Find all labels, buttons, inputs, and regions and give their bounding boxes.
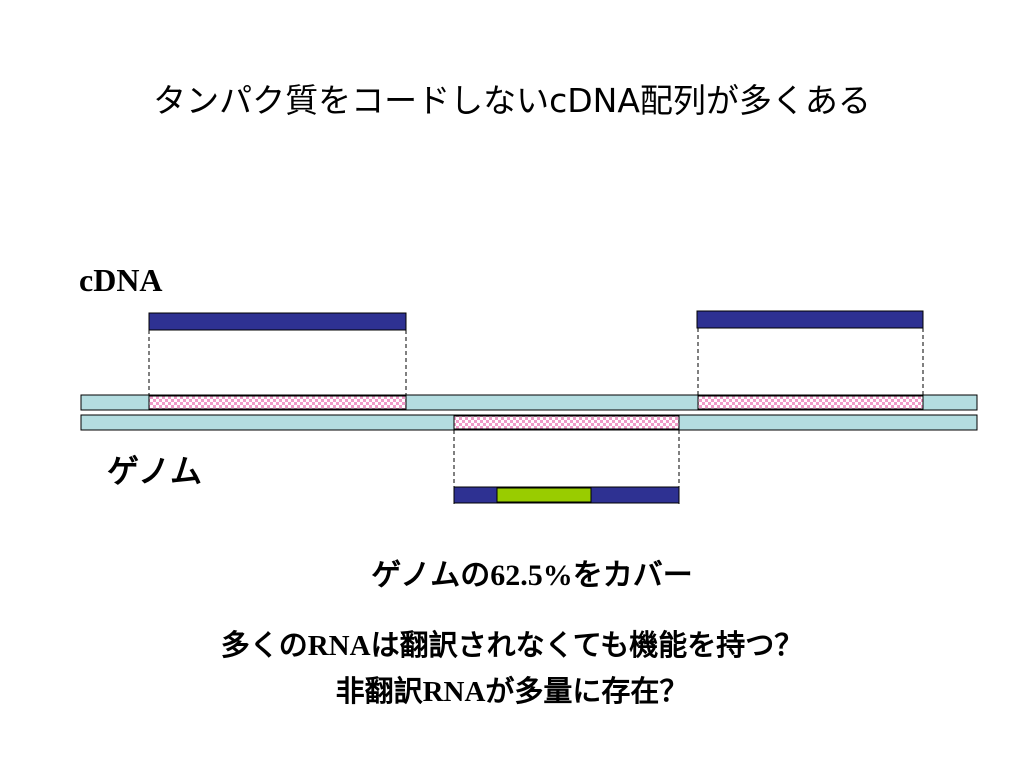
coverage-value: 62.5%: [490, 559, 573, 592]
coding-region: [496, 487, 592, 503]
genome-match-region: [148, 395, 407, 410]
coverage-text: ゲノムの62.5%をカバー: [0, 550, 1024, 594]
slide-title: タンパク質をコードしないcDNA配列が多くある: [153, 81, 871, 120]
genome-diagram: [80, 310, 978, 505]
guide-lines: [148, 328, 924, 505]
question2-suffix: が多量に存在？: [485, 674, 689, 708]
question-2: 非翻訳RNAが多量に存在？: [0, 668, 1024, 710]
genome-label: ゲノム: [107, 452, 203, 490]
cdna-bar-left: [148, 312, 407, 331]
genome-match-region: [453, 415, 680, 430]
question1-rna: RNA: [307, 630, 371, 662]
question2-rna: RNA: [422, 676, 486, 708]
question2-prefix: 非翻訳: [335, 674, 423, 708]
question1-prefix: 多くの: [220, 628, 308, 662]
coverage-suffix: をカバー: [572, 558, 693, 593]
cdna-bar-right: [696, 310, 924, 329]
question-1: 多くのRNAは翻訳されなくても機能を持つ？: [0, 622, 1024, 664]
genome-match-region: [697, 395, 924, 410]
cdna-label: cDNA: [79, 262, 163, 298]
question1-suffix: は翻訳されなくても機能を持つ？: [370, 628, 804, 662]
coverage-prefix: ゲノムの: [371, 558, 491, 593]
